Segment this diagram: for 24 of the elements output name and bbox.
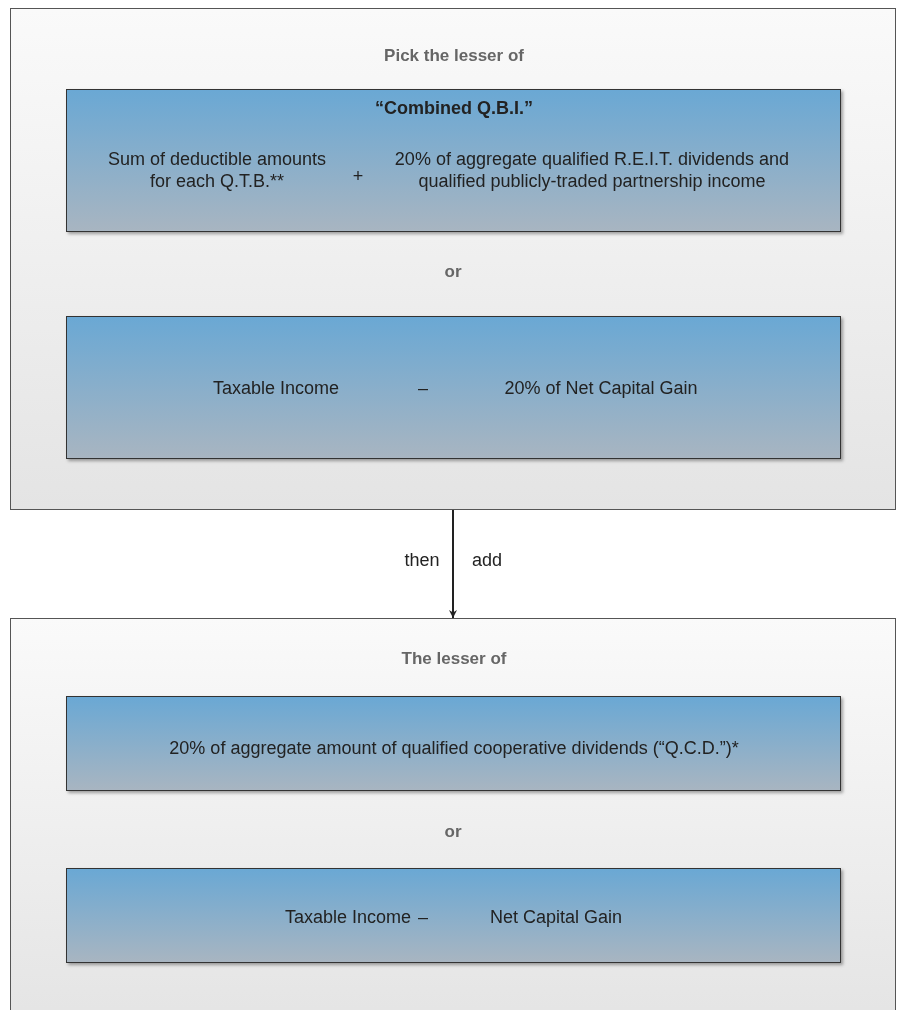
panel-heading: The lesser of [401,648,507,670]
formula-term: Sum of deductible amounts for each Q.T.B.** [106,148,328,192]
panel-heading: Pick the lesser of [384,45,524,67]
formula-box [66,696,841,791]
operator: – [418,377,428,399]
arrow [449,509,457,619]
formula-term: 20% of aggregate amount of qualified cooperative dividends (“Q.C.D.”)* [168,737,740,759]
connector-word: or [444,262,462,282]
connector-word: or [444,822,462,842]
formula-term: 20% of Net Capital Gain [504,377,698,399]
formula-term: Taxable Income [284,906,412,928]
operator: – [418,906,428,928]
formula-term: Taxable Income [212,377,340,399]
formula-term: 20% of aggregate qualified R.E.I.T. dividends and qualified publicly-traded partnership income [393,148,791,192]
group-panel [10,8,896,510]
formula-term: Net Capital Gain [489,906,623,928]
formula-box [66,89,841,232]
operator: + [352,165,364,187]
formula-box [66,316,841,459]
box-heading: “Combined Q.B.I.” [375,97,533,119]
arrow-text: then [404,549,440,571]
arrow-text: add [472,549,502,571]
group-panel [10,618,896,1010]
formula-box [66,868,841,963]
